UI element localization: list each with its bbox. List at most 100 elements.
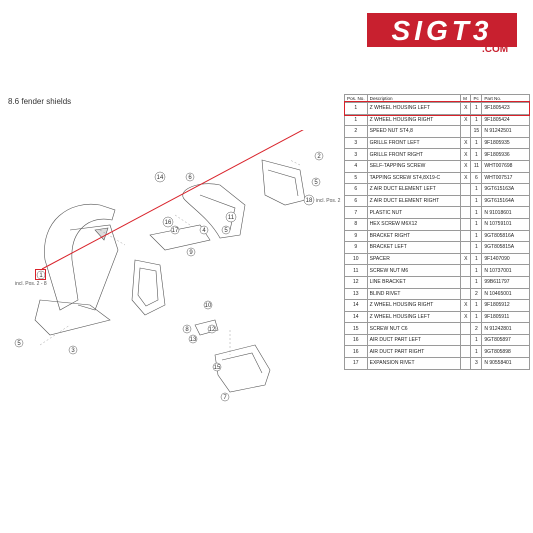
cell-m bbox=[460, 264, 472, 277]
cell-pos: 14 bbox=[344, 299, 368, 312]
callout-7[interactable]: 7 bbox=[220, 392, 230, 402]
cell-m bbox=[460, 217, 472, 231]
callout-12[interactable]: 12 bbox=[207, 324, 217, 334]
cell-m bbox=[460, 241, 472, 254]
cell-part-no: 9GT615164A bbox=[481, 194, 530, 208]
callout-6[interactable]: 6 bbox=[185, 172, 195, 182]
callout-18[interactable]: 18 bbox=[303, 194, 315, 206]
cell-description: BRACKET RIGHT bbox=[366, 229, 462, 243]
cell-description: AIR DUCT PART LEFT bbox=[366, 333, 462, 347]
callout-2[interactable]: 2 bbox=[314, 151, 324, 161]
callout-13[interactable]: 13 bbox=[188, 334, 198, 344]
wheel-housing-left-part bbox=[44, 203, 116, 311]
incl-pos-left-note: incl. Pos. 2 - 8 bbox=[15, 281, 47, 287]
callout-17[interactable]: 17 bbox=[170, 225, 180, 235]
callout-10[interactable]: 10 bbox=[203, 300, 213, 310]
cell-m bbox=[460, 287, 472, 301]
cell-m bbox=[460, 357, 472, 370]
cell-pos: 15 bbox=[344, 322, 368, 335]
cell-pos: 10 bbox=[344, 252, 368, 266]
header-m: M bbox=[460, 94, 472, 103]
svg-text:13: 13 bbox=[190, 337, 197, 343]
cell-description: TAPPING SCREW ST4,8X19-C bbox=[366, 171, 462, 185]
cell-pc: 1 bbox=[470, 275, 483, 289]
svg-text:9: 9 bbox=[189, 250, 193, 256]
selected-row-highlight bbox=[344, 101, 530, 116]
callout-3[interactable]: 3 bbox=[68, 345, 78, 355]
cell-pc: 15 bbox=[470, 125, 483, 138]
svg-text:16: 16 bbox=[165, 220, 172, 226]
cell-m bbox=[460, 333, 472, 347]
cell-pos: 13 bbox=[344, 287, 368, 301]
cell-part-no: 9GT805816A bbox=[481, 229, 530, 243]
cell-description: Z AIR DUCT ELEMENT RIGHT bbox=[366, 194, 462, 208]
cell-part-no: 9GT805897 bbox=[481, 333, 530, 347]
line-bracket-part bbox=[194, 319, 219, 336]
callout-9[interactable]: 9 bbox=[186, 247, 196, 257]
sigt3-logo[interactable]: SIGT3 bbox=[367, 13, 517, 53]
position-marker bbox=[35, 269, 46, 280]
callout-5c[interactable]: 5 bbox=[14, 338, 24, 348]
cell-part-no: 9F1805936 bbox=[481, 148, 530, 161]
callout-4[interactable]: 4 bbox=[199, 225, 209, 235]
cell-description: SPACER bbox=[366, 252, 462, 266]
callout-15[interactable]: 15 bbox=[212, 362, 222, 372]
section-title: 8.6 fender shields bbox=[8, 97, 72, 106]
fender-shield-diagram: 14 6 11 16 17 4 5 9 18 5 2 8 12 13 10 15… bbox=[14, 130, 341, 402]
cell-m bbox=[460, 125, 472, 138]
cell-part-no: WHT007698 bbox=[481, 159, 530, 173]
logo-domain: .COM bbox=[482, 44, 509, 55]
highlight-leader-line bbox=[41, 130, 304, 270]
cell-pc: 1 bbox=[470, 148, 483, 161]
callout-16[interactable]: 16 bbox=[162, 216, 174, 228]
callout-5[interactable]: 5 bbox=[221, 225, 231, 235]
cell-part-no: 9F1805912 bbox=[481, 299, 530, 312]
cell-m: X bbox=[460, 159, 472, 173]
air-duct-element bbox=[131, 259, 166, 316]
cell-m bbox=[460, 229, 472, 243]
cell-pc: 1 bbox=[470, 264, 483, 277]
callout-8[interactable]: 8 bbox=[182, 324, 192, 334]
logo-text: SIGT3 bbox=[392, 15, 493, 46]
svg-text:6: 6 bbox=[188, 175, 192, 181]
callout-11[interactable]: 11 bbox=[225, 211, 237, 223]
cell-description: SELF-TAPPING SCREW bbox=[366, 159, 462, 173]
cell-pc: 1 bbox=[470, 345, 483, 359]
callout-5b[interactable]: 5 bbox=[311, 177, 321, 187]
cell-pos: 17 bbox=[344, 357, 368, 370]
cell-pos: 12 bbox=[344, 275, 368, 289]
callout-14[interactable]: 14 bbox=[154, 171, 166, 183]
cell-pc: 11 bbox=[470, 159, 483, 173]
cell-m: X bbox=[460, 171, 472, 185]
cell-pos: 5 bbox=[344, 171, 368, 185]
cell-pc: 1 bbox=[470, 241, 483, 254]
cell-m bbox=[460, 206, 472, 219]
cell-part-no: WHT007517 bbox=[481, 171, 530, 185]
cell-description: SCREW NUT M6 bbox=[366, 264, 462, 277]
cell-pos: 8 bbox=[344, 217, 368, 231]
cell-description: AIR DUCT PART RIGHT bbox=[366, 345, 462, 359]
cell-pos: 16 bbox=[344, 345, 368, 359]
